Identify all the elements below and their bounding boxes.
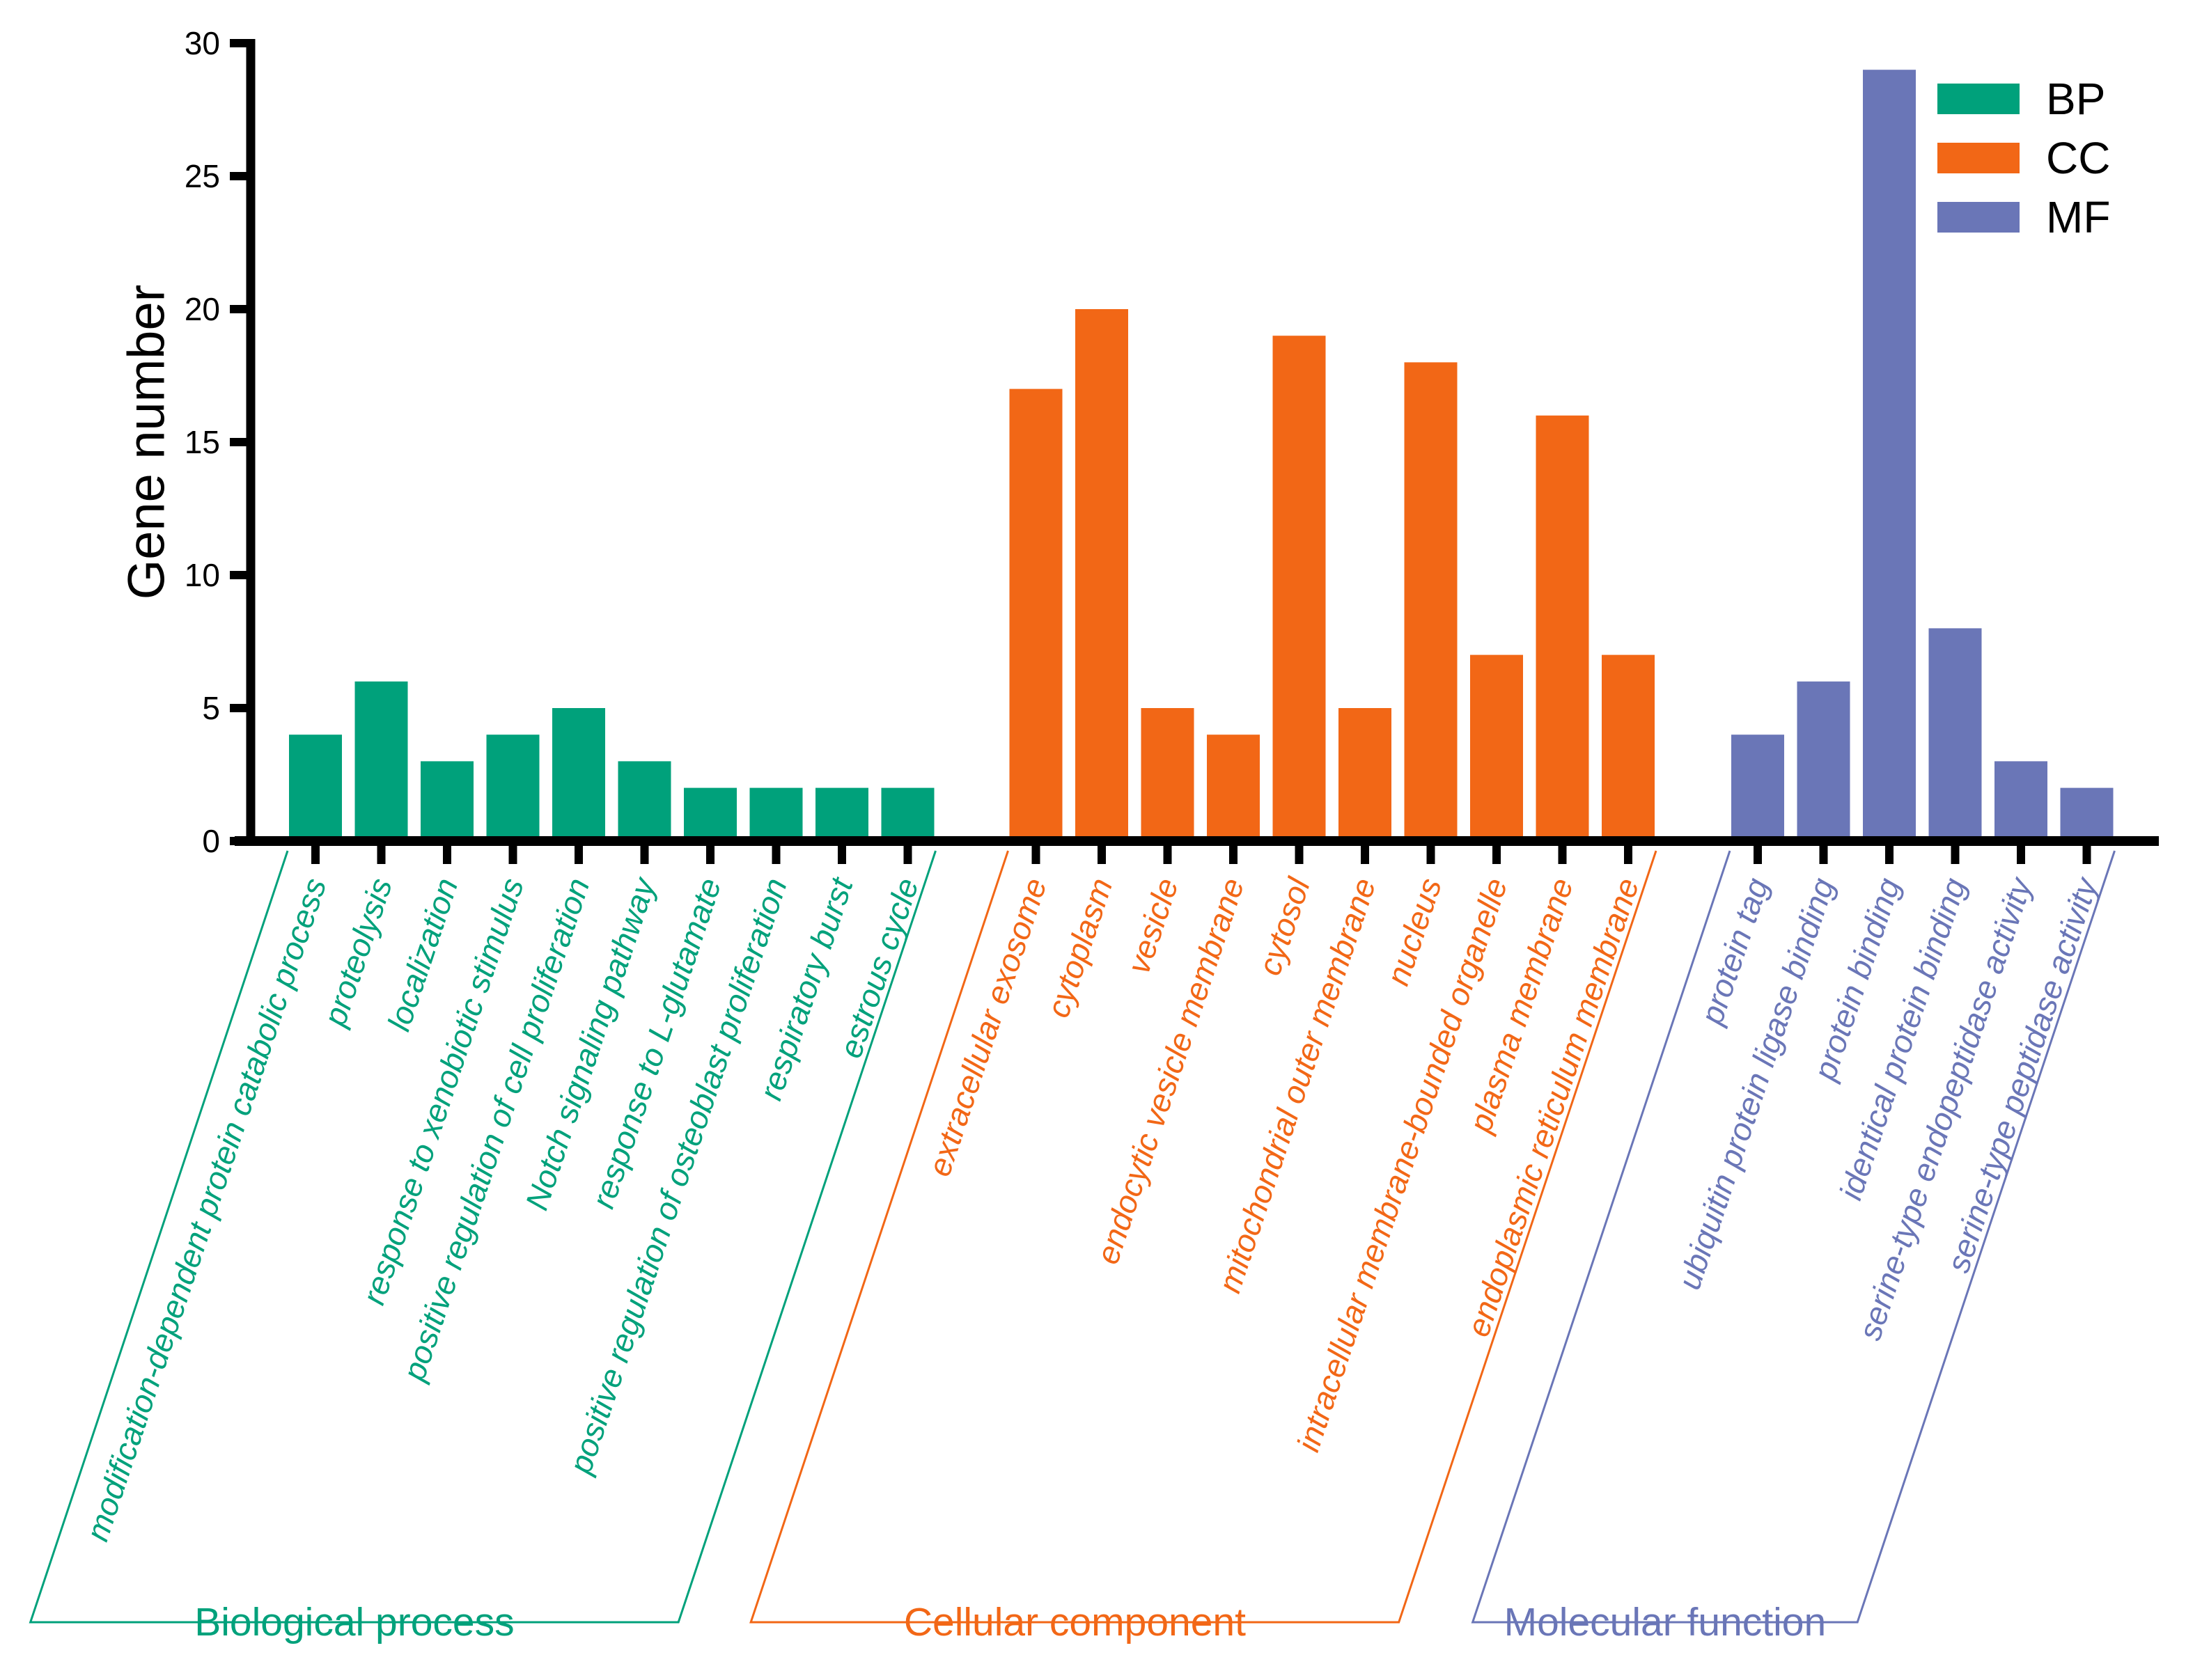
bar-bp-2[interactable] bbox=[421, 761, 474, 841]
bar-bp-8[interactable] bbox=[815, 787, 868, 841]
bar-cc-9[interactable] bbox=[1602, 654, 1655, 841]
bar-cc-3[interactable] bbox=[1207, 735, 1260, 841]
bar-bp-4[interactable] bbox=[552, 708, 605, 841]
legend-swatch-mf bbox=[1937, 202, 2020, 233]
y-tick-label-0: 0 bbox=[202, 823, 220, 859]
bar-cc-1[interactable] bbox=[1075, 309, 1128, 841]
bar-bp-1[interactable] bbox=[354, 681, 408, 841]
y-tick-label-5: 5 bbox=[202, 690, 220, 726]
bar-mf-2[interactable] bbox=[1863, 70, 1916, 842]
bar-cc-8[interactable] bbox=[1536, 415, 1589, 841]
legend-label-mf: MF bbox=[2046, 192, 2110, 242]
bar-cc-4[interactable] bbox=[1272, 336, 1326, 841]
bar-cc-5[interactable] bbox=[1338, 708, 1391, 841]
y-tick-label-15: 15 bbox=[185, 424, 220, 460]
bar-cc-6[interactable] bbox=[1404, 362, 1458, 841]
group-title-cc: Cellular component bbox=[904, 1600, 1246, 1644]
y-tick-label-25: 25 bbox=[185, 158, 220, 194]
group-outline-bp bbox=[29, 850, 937, 1624]
legend: BP CC MF bbox=[1937, 74, 2110, 242]
y-tick-label-20: 20 bbox=[185, 291, 220, 327]
bar-mf-1[interactable] bbox=[1797, 681, 1850, 841]
y-tick-label-10: 10 bbox=[185, 557, 220, 593]
bar-cc-0[interactable] bbox=[1009, 388, 1063, 841]
bar-mf-4[interactable] bbox=[1994, 761, 2047, 841]
group-title-mf: Molecular function bbox=[1504, 1600, 1827, 1644]
bar-mf-5[interactable] bbox=[2060, 787, 2114, 841]
bar-bp-3[interactable] bbox=[486, 735, 540, 841]
bar-mf-3[interactable] bbox=[1928, 628, 1982, 841]
bar-bp-7[interactable] bbox=[749, 787, 803, 841]
bar-bp-9[interactable] bbox=[881, 787, 935, 841]
group-outline-mf bbox=[1471, 850, 2116, 1624]
legend-item-bp[interactable]: BP bbox=[1937, 74, 2105, 124]
bar-cc-2[interactable] bbox=[1141, 708, 1194, 841]
legend-label-cc: CC bbox=[2046, 133, 2110, 183]
bar-mf-0[interactable] bbox=[1731, 735, 1784, 841]
legend-label-bp: BP bbox=[2046, 74, 2105, 124]
y-tick-label-30: 30 bbox=[185, 25, 220, 61]
group-title-bp: Biological process bbox=[194, 1600, 514, 1644]
legend-swatch-cc bbox=[1937, 143, 2020, 173]
bar-bp-5[interactable] bbox=[618, 761, 671, 841]
bar-bp-6[interactable] bbox=[684, 787, 737, 841]
bar-cc-7[interactable] bbox=[1470, 654, 1523, 841]
legend-item-cc[interactable]: CC bbox=[1937, 133, 2110, 183]
y-axis-title: Gene number bbox=[118, 285, 175, 600]
legend-item-mf[interactable]: MF bbox=[1937, 192, 2110, 242]
group-outline-cc bbox=[749, 850, 1657, 1624]
legend-swatch-bp bbox=[1937, 84, 2020, 114]
bar-bp-0[interactable] bbox=[289, 735, 342, 841]
